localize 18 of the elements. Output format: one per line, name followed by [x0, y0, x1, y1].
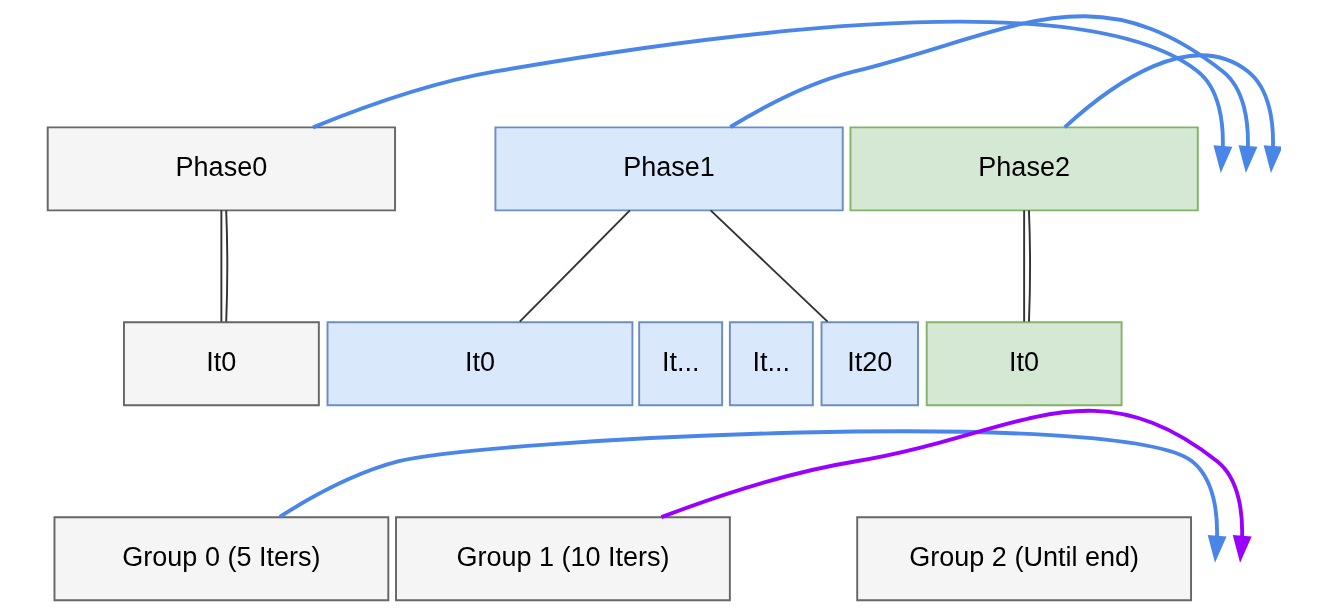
node-box: Phase1	[494, 126, 844, 212]
node-box: It0	[122, 321, 320, 407]
connector	[225, 209, 229, 323]
connector	[1023, 209, 1026, 323]
node-box: It0	[326, 321, 634, 407]
connector	[518, 209, 631, 323]
node-box: Phase0	[46, 126, 397, 212]
node-box: Group 0 (5 Iters)	[53, 516, 390, 602]
connector	[1027, 209, 1031, 323]
connector	[709, 209, 829, 323]
node-box: It...	[638, 321, 724, 407]
connector	[220, 209, 223, 323]
node-box: Group 2 (Until end)	[856, 516, 1193, 602]
node-box: Phase2	[849, 126, 1199, 212]
node-box: It...	[728, 321, 814, 407]
node-box: It20	[820, 321, 919, 407]
node-box: Group 1 (10 Iters)	[395, 516, 731, 602]
node-box: It0	[925, 321, 1123, 407]
